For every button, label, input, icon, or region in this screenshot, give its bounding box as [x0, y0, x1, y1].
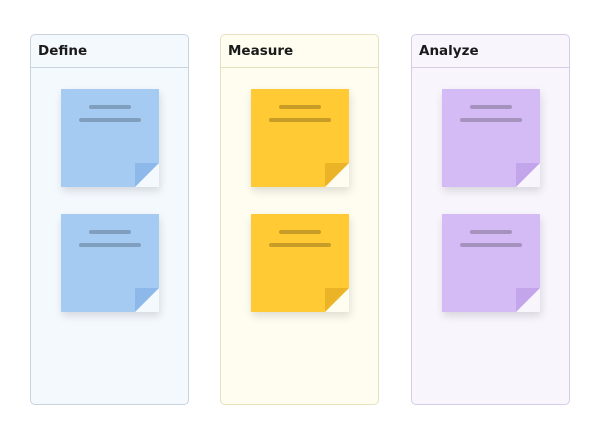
sticky-note[interactable]: [251, 214, 349, 312]
note-fold-corner: [516, 288, 540, 312]
note-text-line: [269, 118, 331, 122]
note-text-line: [89, 105, 131, 109]
note-text-line: [460, 118, 522, 122]
column-title: Measure: [221, 35, 378, 68]
sticky-note[interactable]: [442, 89, 540, 187]
sticky-note[interactable]: [442, 214, 540, 312]
column-title: Analyze: [412, 35, 569, 68]
sticky-note[interactable]: [251, 89, 349, 187]
note-fold-corner: [325, 163, 349, 187]
note-text-line: [470, 105, 512, 109]
note-fold-corner: [135, 163, 159, 187]
note-text-line: [279, 230, 321, 234]
note-text-line: [79, 243, 141, 247]
note-text-line: [279, 105, 321, 109]
note-text-line: [470, 230, 512, 234]
column-title: Define: [31, 35, 188, 68]
column-define: Define: [30, 34, 189, 405]
column-measure: Measure: [220, 34, 379, 405]
note-fold-corner: [135, 288, 159, 312]
sticky-note[interactable]: [61, 89, 159, 187]
note-fold-corner: [516, 163, 540, 187]
note-text-line: [269, 243, 331, 247]
column-analyze: Analyze: [411, 34, 570, 405]
note-text-line: [460, 243, 522, 247]
note-text-line: [79, 118, 141, 122]
sticky-note[interactable]: [61, 214, 159, 312]
note-text-line: [89, 230, 131, 234]
note-fold-corner: [325, 288, 349, 312]
